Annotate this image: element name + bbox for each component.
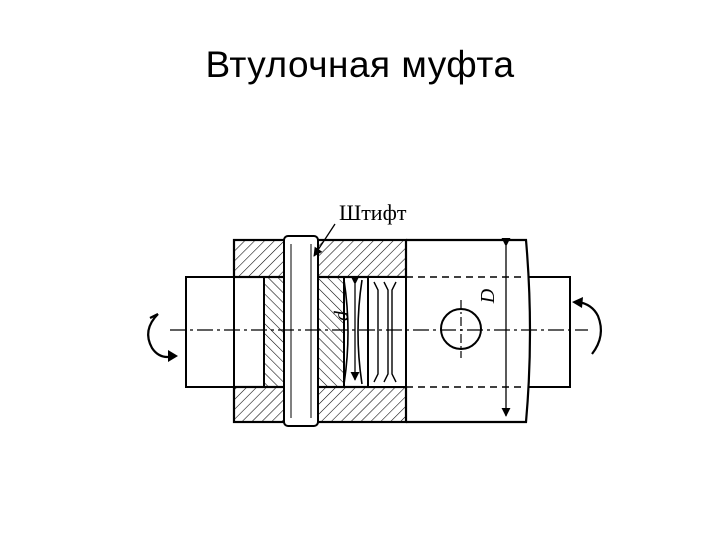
sleeve-section [232, 238, 526, 424]
right-rotation-arrow-icon [572, 297, 603, 355]
dimension-d-label: d [331, 310, 353, 321]
left-shaft [185, 276, 235, 388]
pin-leader-line [313, 223, 336, 257]
bore-detail [343, 276, 407, 388]
slide-title: Втулочная муфта [205, 44, 515, 85]
pin-label: Штифт [339, 200, 407, 225]
pin-hole [440, 300, 482, 358]
right-shaft [525, 276, 571, 388]
left-rotation-arrow-icon [147, 313, 178, 362]
dimension-D-label: D [477, 288, 499, 304]
pin [283, 235, 319, 427]
